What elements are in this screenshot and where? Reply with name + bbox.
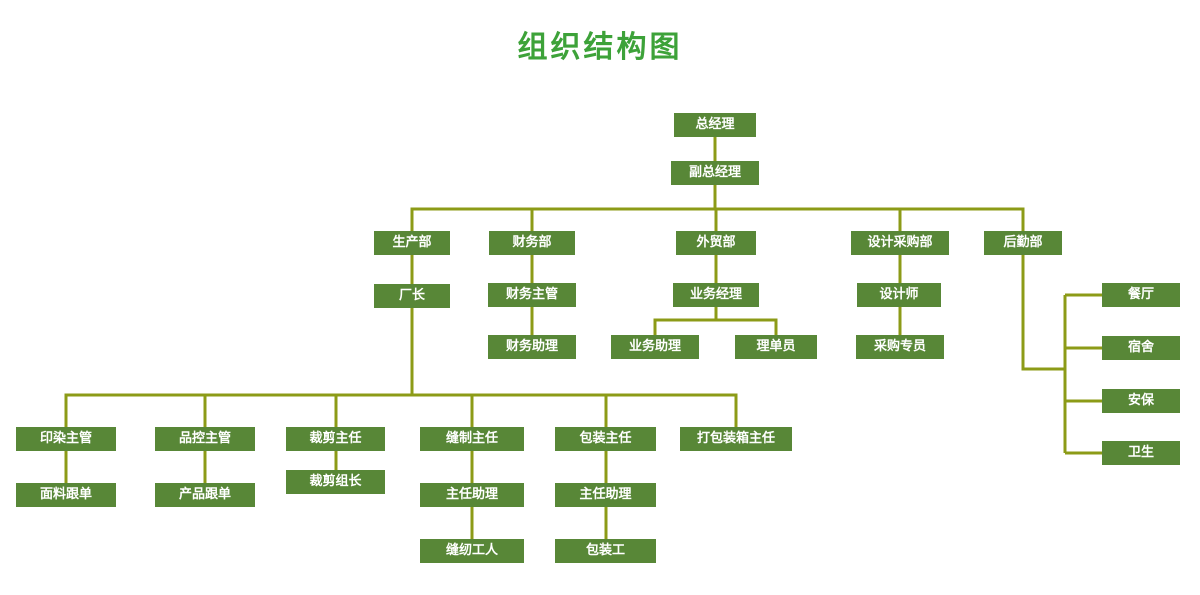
- node-foreign-trade-dept: 外贸部: [676, 231, 756, 255]
- node-finance-supervisor: 财务主管: [488, 283, 576, 307]
- node-general-manager: 总经理: [674, 113, 756, 137]
- node-factory-director: 厂长: [374, 284, 450, 308]
- node-printing-dyeing-supervisor: 印染主管: [16, 427, 116, 451]
- node-canteen: 餐厅: [1102, 283, 1180, 307]
- node-business-assistant: 业务助理: [611, 335, 699, 359]
- node-packaging-director-assistant: 主任助理: [555, 483, 656, 507]
- node-sanitation: 卫生: [1102, 441, 1180, 465]
- node-fabric-merchandiser: 面料跟单: [16, 483, 116, 507]
- node-product-merchandiser: 产品跟单: [155, 483, 255, 507]
- node-dormitory: 宿舍: [1102, 336, 1180, 360]
- node-logistics-dept: 后勤部: [984, 231, 1062, 255]
- node-deputy-general-manager: 副总经理: [671, 161, 759, 185]
- node-sewing-workers: 缝纫工人: [420, 539, 524, 563]
- node-sewing-director: 缝制主任: [420, 427, 524, 451]
- node-design-procurement-dept: 设计采购部: [851, 231, 949, 255]
- node-documentation-clerk: 理单员: [735, 335, 817, 359]
- chart-title: 组织结构图: [517, 30, 683, 65]
- node-packer: 包装工: [555, 539, 656, 563]
- node-packing-crating-director: 打包装箱主任: [680, 427, 792, 451]
- node-sewing-director-assistant: 主任助理: [420, 483, 524, 507]
- node-packaging-director: 包装主任: [555, 427, 656, 451]
- node-production-dept: 生产部: [374, 231, 450, 255]
- node-cutting-director: 裁剪主任: [286, 427, 385, 451]
- node-quality-control-supervisor: 品控主管: [155, 427, 255, 451]
- node-business-manager: 业务经理: [673, 283, 759, 307]
- node-procurement-specialist: 采购专员: [856, 335, 944, 359]
- node-finance-assistant: 财务助理: [488, 335, 576, 359]
- node-finance-dept: 财务部: [489, 231, 575, 255]
- node-security: 安保: [1102, 389, 1180, 413]
- node-cutting-team-leader: 裁剪组长: [286, 470, 385, 494]
- node-designer: 设计师: [857, 283, 941, 307]
